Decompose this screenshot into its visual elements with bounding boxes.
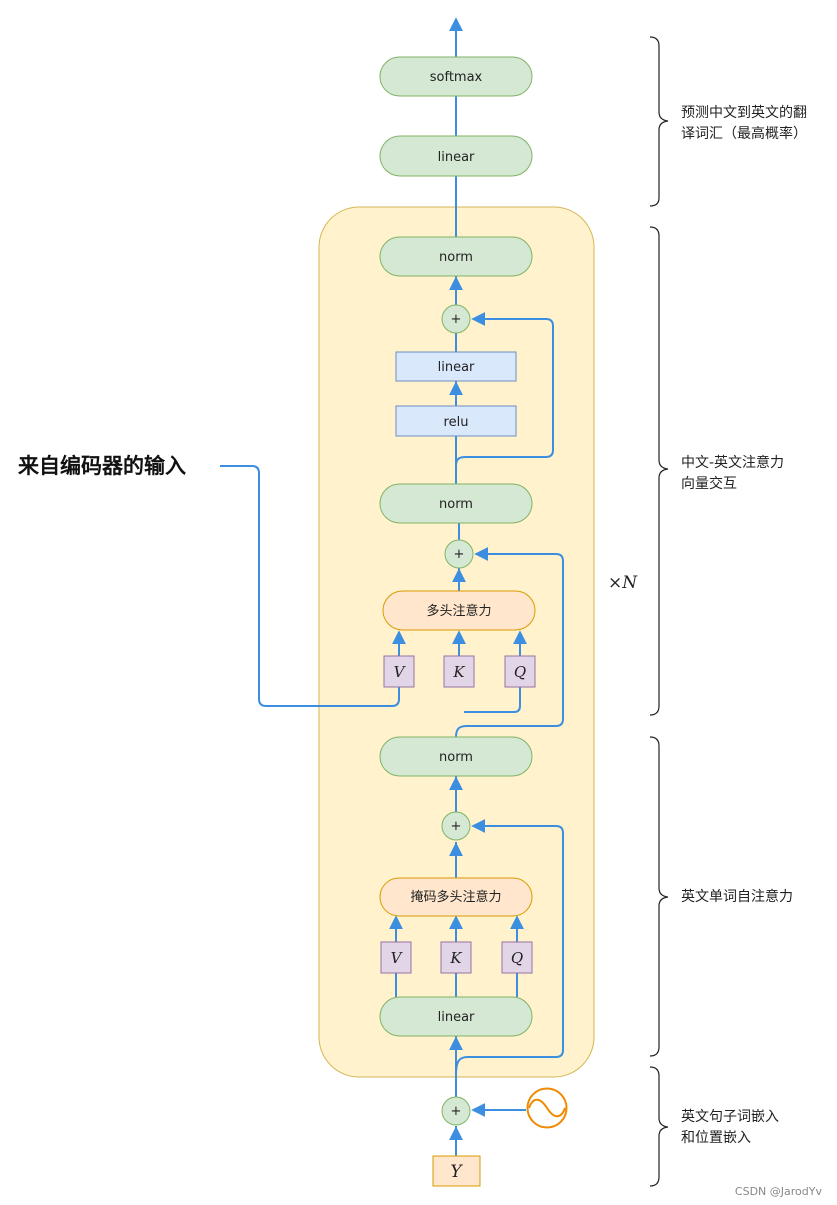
softmax-node: softmax: [379, 56, 533, 97]
cross-v-node: V: [383, 655, 415, 688]
embed-add-node: +: [441, 1096, 471, 1126]
norm-1-node: norm: [379, 736, 533, 777]
ffn-linear-node: linear: [395, 351, 517, 382]
brace-self: [649, 736, 669, 1057]
input-linear-label: linear: [438, 1010, 475, 1025]
self-k-node: K: [440, 941, 472, 974]
norm-1-label: norm: [439, 750, 473, 765]
repeat-label: ×N: [608, 573, 638, 593]
brace-embed: [649, 1066, 669, 1187]
annotation-self-line1: 英文单词自注意力: [681, 888, 793, 905]
norm-2-node: norm: [379, 483, 533, 524]
connections: [220, 17, 564, 1156]
cross-attention-node: 多头注意力: [382, 590, 536, 631]
watermark: CSDN @JarodYv: [735, 1185, 823, 1198]
add-2-node: +: [444, 539, 474, 569]
add-3-label: +: [451, 312, 462, 327]
ffn-relu-label: relu: [444, 415, 469, 430]
ffn-linear-label: linear: [438, 360, 475, 375]
annotation-embed-line2: 和位置嵌入: [681, 1130, 751, 1146]
embed-add-label: +: [451, 1104, 462, 1119]
self-k-label: K: [449, 949, 462, 967]
self-q-label: Q: [511, 949, 523, 967]
annotation-output-line2: 译词汇（最高概率）: [681, 125, 807, 142]
cross-q-node: Q: [504, 655, 536, 688]
add-1-node: +: [441, 811, 471, 841]
brace-cross: [649, 226, 669, 716]
cross-k-node: K: [443, 655, 475, 688]
norm-2-label: norm: [439, 497, 473, 512]
annotation-cross-line2: 向量交互: [681, 475, 737, 492]
input-linear-node: linear: [379, 996, 533, 1037]
masked-attention-node: 掩码多头注意力: [379, 877, 533, 917]
cross-v-label: V: [394, 663, 407, 681]
cross-k-label: K: [452, 663, 465, 681]
output-linear-node: linear: [379, 135, 533, 177]
encoder-input-label: 来自编码器的输入: [18, 454, 186, 478]
ffn-relu-node: relu: [395, 405, 517, 437]
add-3-node: +: [441, 304, 471, 334]
self-v-node: V: [380, 941, 412, 974]
sine-wave-circle-icon: [526, 1087, 568, 1129]
annotation-output-line1: 预测中文到英文的翻: [681, 104, 807, 121]
cross-attention-label: 多头注意力: [426, 603, 491, 619]
self-v-label: V: [391, 949, 404, 967]
output-linear-label: linear: [438, 150, 475, 165]
softmax-label: softmax: [430, 70, 483, 85]
add-1-label: +: [451, 819, 462, 834]
cross-q-label: Q: [514, 663, 526, 681]
add-2-label: +: [454, 547, 465, 562]
brace-output: [649, 36, 669, 207]
annotation-cross-line1: 中文-英文注意力: [681, 454, 784, 471]
norm-3-node: norm: [379, 236, 533, 277]
input-y-label: Y: [450, 1162, 463, 1182]
self-q-node: Q: [501, 941, 533, 974]
masked-attention-label: 掩码多头注意力: [410, 889, 501, 905]
norm-3-label: norm: [439, 250, 473, 265]
annotation-embed-line1: 英文句子词嵌入: [681, 1108, 779, 1125]
input-y-node: Y: [432, 1155, 481, 1187]
